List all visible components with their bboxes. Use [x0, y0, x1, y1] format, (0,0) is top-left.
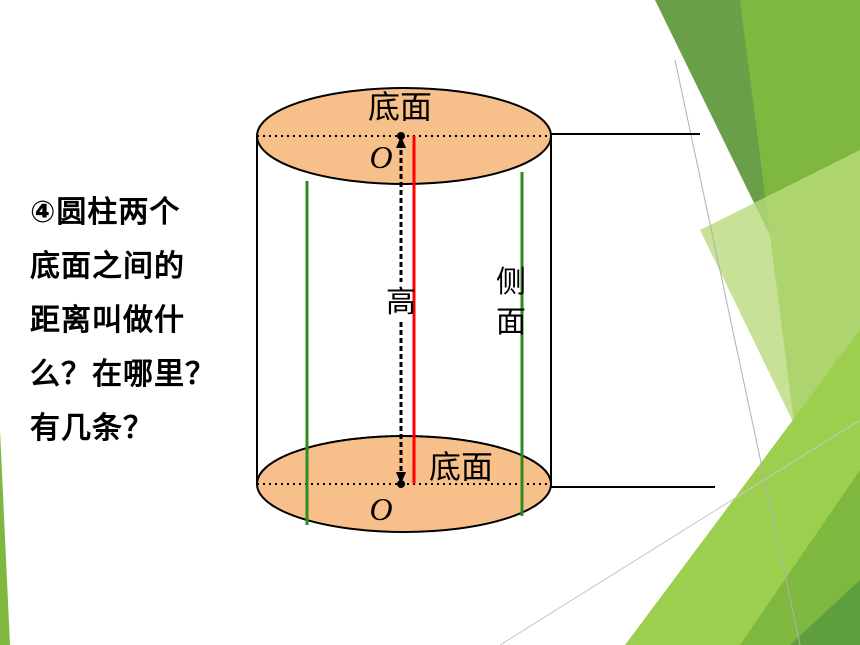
question-line-1: ④圆柱两个: [30, 195, 181, 230]
side-label-1: 侧: [496, 265, 526, 300]
question-text: ④圆柱两个 底面之间的 距离叫做什 么？在哪里？ 有几条？: [30, 186, 240, 456]
question-line-3: 距离叫做什: [30, 303, 185, 338]
bottom-center-label: O: [369, 491, 392, 527]
question-line-4: 么？在哪里？: [30, 357, 216, 392]
side-label-2: 面: [496, 305, 526, 340]
question-line-5: 有几条？: [30, 411, 154, 446]
bottom-base-label: 底面: [429, 448, 493, 486]
height-dimension-arrow: [396, 132, 406, 488]
top-center-label: O: [369, 139, 392, 175]
top-base-label: 底面: [368, 88, 432, 126]
question-line-2: 底面之间的: [30, 249, 185, 284]
height-label: 高: [386, 285, 416, 320]
